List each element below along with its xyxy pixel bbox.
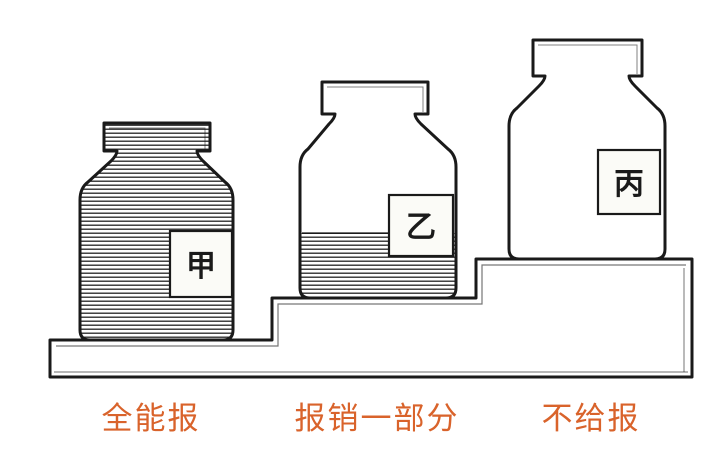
tag-yi: 乙: [387, 193, 455, 258]
jar-yi: [298, 80, 458, 300]
jar-sketch-line: [109, 127, 206, 149]
staircase-shelf: [48, 257, 694, 379]
jar-outline: [507, 38, 667, 261]
jar-sketch-line: [538, 44, 638, 74]
caption-partial-coverage: 报销一部分: [294, 401, 460, 437]
tag-bing: 丙: [596, 148, 662, 216]
tag-bing-label: 丙: [614, 167, 644, 202]
caption-no-coverage: 不给报: [541, 401, 641, 437]
tag-jia-label: 甲: [186, 249, 216, 284]
tag-yi-label: 乙: [406, 210, 436, 245]
jar-outline: [298, 80, 458, 300]
jar-sketch-line: [327, 86, 424, 112]
tag-jia: 甲: [168, 229, 234, 299]
caption-full-coverage: 全能报: [101, 401, 201, 437]
